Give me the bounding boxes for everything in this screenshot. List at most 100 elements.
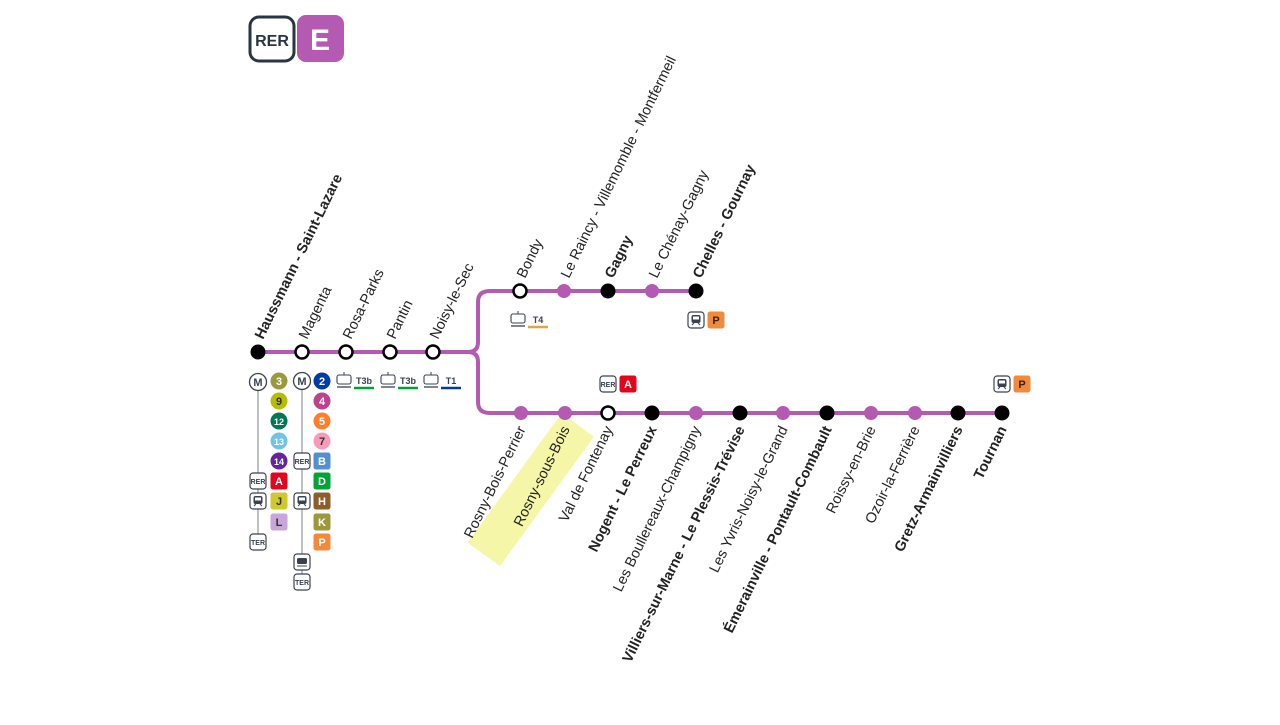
station-noisy-le-sec[interactable]: Noisy-le-Sec [425, 261, 478, 360]
svg-text:TER: TER [295, 580, 309, 587]
svg-text:14: 14 [274, 457, 284, 467]
svg-text:B: B [318, 456, 326, 468]
rer-logo: RER [248, 15, 296, 63]
svg-text:P: P [1018, 379, 1025, 391]
rer-icon: RER [293, 452, 311, 470]
metro-icon: M [248, 372, 268, 392]
station-dot [908, 406, 922, 420]
station-label: Tournan [971, 424, 1010, 482]
line-badge-d: D [313, 472, 331, 490]
station-dot [776, 406, 790, 420]
station-dot [600, 405, 616, 421]
parking-icon: P [1013, 375, 1031, 393]
line-badge-b: B [313, 452, 331, 470]
station-gagny[interactable]: Gagny [600, 233, 636, 299]
station-dot [514, 406, 528, 420]
line-badge-2: 2 [313, 372, 331, 390]
svg-text:7: 7 [319, 436, 325, 448]
line-badge-9: 9 [270, 392, 288, 410]
station-dot [950, 405, 966, 421]
line-badge-k: K [313, 513, 331, 531]
line-badge-h: H [313, 492, 331, 510]
station-dot [645, 284, 659, 298]
rer-logo-text: RER [255, 33, 289, 50]
station-label: Pantin [384, 298, 416, 342]
station-tournan[interactable]: Tournan [971, 405, 1011, 482]
line-badge-7: 7 [313, 432, 331, 450]
rosny-sous-bois-highlight [467, 413, 595, 567]
train-icon [249, 492, 267, 510]
station-label: Les Boullereaux-Champigny [610, 423, 705, 594]
station-dot [644, 405, 660, 421]
svg-text:9: 9 [276, 396, 282, 408]
rer-logo-box [248, 15, 296, 63]
svg-text:RER: RER [295, 459, 310, 466]
station-rosa-parks[interactable]: Rosa-Parks [338, 267, 388, 360]
station-dot [688, 283, 704, 299]
station-les-yvris-noisy-le-grand[interactable]: Les Yvris-Noisy-le-Grand [707, 406, 792, 576]
svg-text:3: 3 [276, 376, 282, 388]
line-e-logo: E [297, 15, 344, 62]
station-label: Haussmann - Saint-Lazare [252, 172, 346, 342]
station-pantin[interactable]: Pantin [382, 298, 417, 360]
station-dot [689, 406, 703, 420]
tram-icon-t4: T4 [510, 311, 548, 329]
station-dot [294, 344, 310, 360]
svg-text:M: M [297, 376, 306, 388]
line-badge-14: 14 [270, 452, 288, 470]
train-icon [687, 311, 705, 329]
svg-text:J: J [276, 496, 282, 508]
train-icon [993, 375, 1011, 393]
station-dot [338, 344, 354, 360]
tournan-track [467, 350, 1002, 415]
svg-text:RER: RER [251, 479, 266, 486]
tram-icon-t3b: T3b [336, 372, 374, 390]
ter-icon: TER [249, 533, 267, 551]
line-badge-5: 5 [313, 412, 331, 430]
line-badge-j: J [270, 492, 288, 510]
svg-text:P: P [318, 537, 325, 549]
station-dot [994, 405, 1010, 421]
svg-text:K: K [318, 517, 326, 529]
station-dot [382, 344, 398, 360]
tram-icon-t3b: T3b [380, 372, 418, 390]
svg-text:H: H [318, 496, 326, 508]
svg-text:M: M [253, 377, 262, 389]
svg-text:12: 12 [274, 417, 284, 427]
line-badge-a: A [619, 375, 637, 393]
station-dot [819, 405, 835, 421]
svg-text:A: A [275, 476, 283, 488]
station-label: Rosa-Parks [340, 267, 388, 342]
svg-text:5: 5 [319, 416, 325, 428]
ter-icon: TER [293, 573, 311, 591]
station-label: Magenta [296, 283, 336, 342]
station-dot [250, 344, 266, 360]
svg-text:2: 2 [319, 376, 325, 388]
line-badge-12: 12 [270, 412, 288, 430]
station-label: Les Yvris-Noisy-le-Grand [707, 424, 792, 576]
line-badge-a: A [270, 472, 288, 490]
svg-text:RER: RER [601, 382, 616, 389]
parking-icon: P [707, 311, 725, 329]
station-label: Noisy-le-Sec [427, 261, 477, 342]
station-magenta[interactable]: Magenta [294, 283, 336, 360]
line-badge-13: 13 [270, 432, 288, 450]
line-badge-4: 4 [313, 392, 331, 410]
line-badge-3: 3 [270, 372, 288, 390]
station-gretz-armainvilliers[interactable]: Gretz-Armainvilliers [892, 405, 967, 555]
station-label: Bondy [514, 236, 547, 281]
svg-text:13: 13 [274, 437, 284, 447]
station-dot [557, 284, 571, 298]
svg-text:A: A [624, 379, 632, 391]
line-badge-l: L [270, 513, 288, 531]
svg-text:T3b: T3b [356, 376, 373, 386]
station-dot [600, 283, 616, 299]
station-bondy[interactable]: Bondy [512, 236, 547, 299]
rer-icon: RER [599, 375, 617, 393]
line-e-logo-text: E [310, 24, 330, 57]
metro-icon: M [292, 371, 312, 391]
svg-text:T3b: T3b [400, 376, 417, 386]
